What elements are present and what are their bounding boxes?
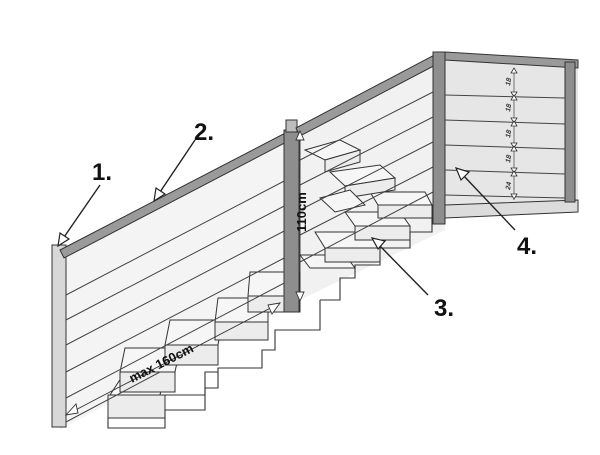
- cable-wire: [299, 116, 434, 186]
- wire-gap-label: 18: [505, 129, 513, 138]
- newel-post: [283, 119, 300, 313]
- stair-step: [324, 247, 381, 263]
- callout-arrow-2: [157, 139, 196, 196]
- cable-wire: [444, 194, 566, 199]
- height-dimension-label: 110cm: [294, 192, 309, 232]
- wire-gap-label: 18: [505, 77, 513, 86]
- callout-arrow-1: [61, 184, 101, 241]
- stair-step: [119, 371, 176, 393]
- stair-step: [214, 321, 269, 341]
- wire-gap-label: 18: [505, 103, 513, 112]
- cable-wire: [444, 144, 566, 150]
- callout-arrow-4: [461, 173, 516, 231]
- stair-step: [354, 225, 411, 241]
- wire-gap-label: 18: [505, 154, 513, 163]
- newel-cap: [285, 119, 298, 133]
- cable-wire: [299, 191, 434, 263]
- cable-wire: [299, 91, 434, 161]
- railing-lower: [51, 127, 299, 428]
- cable-wire: [299, 166, 434, 236]
- cable-wire: [65, 279, 291, 399]
- callout-label-3: 3.: [434, 295, 454, 322]
- callout-label-2: 2.: [194, 119, 214, 146]
- stair-stringer: [107, 300, 321, 429]
- callout-label-4: 4.: [517, 233, 537, 260]
- stair-step: [324, 149, 361, 173]
- handrail-landing: [444, 51, 579, 69]
- cable-wire: [65, 371, 161, 423]
- stair-step: [318, 189, 366, 213]
- start-post: [51, 244, 67, 428]
- height-dimension: 110cm: [294, 129, 309, 303]
- callout-labels: 1. 2. 3. 4.: [92, 119, 537, 322]
- cable-wire: [65, 227, 291, 346]
- callout-arrows: [57, 139, 516, 296]
- cable-wire: [444, 119, 566, 125]
- cable-wire: [65, 202, 291, 321]
- corner-post: [432, 51, 446, 225]
- wire-gap-label: 24: [505, 181, 513, 191]
- cable-wire: [299, 141, 434, 211]
- cable-wire: [65, 177, 291, 296]
- cable-wire: [65, 254, 291, 373]
- stair-stringer: [165, 371, 218, 396]
- wire-spacing-dimensions: 18 18 18 18 24: [505, 67, 518, 200]
- cable-wire: [444, 94, 566, 99]
- stair-step: [107, 394, 166, 419]
- stair-stringer: [320, 205, 446, 301]
- end-post: [564, 61, 576, 203]
- callout-arrow-3: [377, 243, 429, 296]
- callout-label-1: 1.: [92, 159, 112, 186]
- railing-upper: [295, 51, 579, 263]
